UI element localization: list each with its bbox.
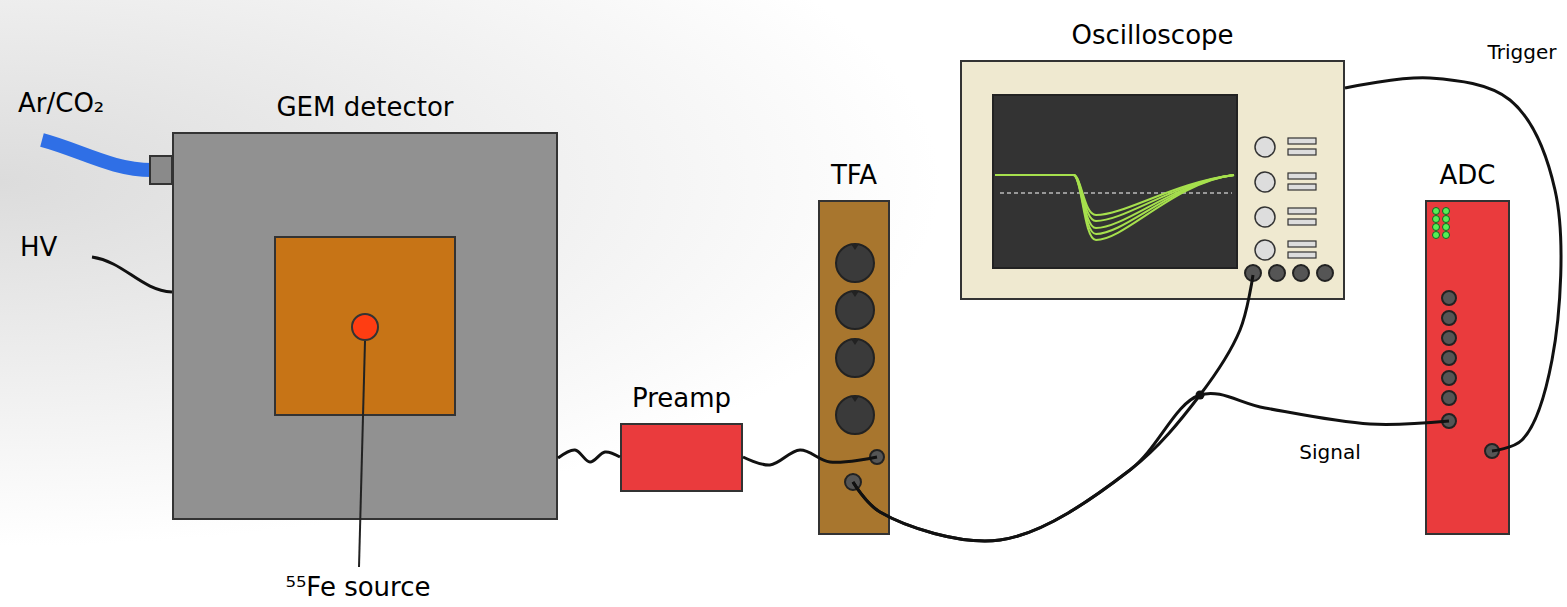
knob bbox=[836, 339, 874, 377]
tfa-module: TFA bbox=[818, 200, 890, 535]
edge-label-holder: Trigger bbox=[1485, 40, 1560, 64]
label-holder: Ar/CO₂ bbox=[18, 88, 104, 118]
status-led bbox=[1443, 232, 1450, 239]
source-marker bbox=[352, 314, 378, 340]
node-heading: ADC bbox=[1440, 160, 1496, 190]
text-label: Ar/CO₂ bbox=[18, 88, 104, 118]
hv-cable bbox=[92, 257, 172, 292]
input-port bbox=[1442, 331, 1456, 345]
button bbox=[1288, 184, 1316, 190]
screen bbox=[993, 95, 1237, 268]
detail-group bbox=[1433, 208, 1500, 459]
gem-detector: GEM detector bbox=[172, 132, 558, 520]
knob bbox=[1255, 207, 1275, 227]
knob bbox=[1255, 172, 1275, 192]
gas-nozzle bbox=[150, 156, 172, 184]
signal-label: Signal bbox=[1296, 440, 1363, 464]
label-holder: ⁵⁵Fe source bbox=[286, 572, 431, 602]
input-port bbox=[1269, 265, 1285, 281]
cable bbox=[853, 393, 1449, 541]
text-label: ⁵⁵Fe source bbox=[286, 572, 431, 602]
waveform bbox=[995, 175, 1234, 221]
node-detail bbox=[820, 202, 892, 537]
status-led bbox=[1433, 216, 1440, 223]
preamp-box: Preamp bbox=[620, 423, 743, 492]
junction-dot bbox=[1196, 391, 1205, 400]
node-heading: TFA bbox=[831, 160, 877, 190]
input-port bbox=[1442, 371, 1456, 385]
status-led bbox=[1443, 224, 1450, 231]
input-port bbox=[1442, 311, 1456, 325]
waveform bbox=[995, 175, 1234, 228]
button bbox=[1288, 149, 1316, 155]
detail-group bbox=[993, 95, 1333, 281]
label-holder: HV bbox=[20, 232, 57, 262]
detail-group bbox=[836, 244, 884, 490]
cable bbox=[1345, 78, 1561, 451]
knob bbox=[836, 244, 874, 282]
oscilloscope: Oscilloscope bbox=[960, 60, 1345, 300]
node-heading: Oscilloscope bbox=[1071, 20, 1233, 50]
knob bbox=[1255, 240, 1275, 260]
node-detail bbox=[962, 62, 1347, 302]
status-led bbox=[1433, 232, 1440, 239]
button bbox=[1288, 252, 1316, 258]
button bbox=[1288, 138, 1316, 144]
input-port bbox=[1317, 265, 1333, 281]
gas-hose bbox=[42, 140, 152, 170]
status-led bbox=[1433, 224, 1440, 231]
node-heading: GEM detector bbox=[276, 92, 453, 122]
edge-label-holder: Signal bbox=[1296, 440, 1363, 464]
node-detail bbox=[174, 134, 560, 522]
input-port bbox=[1293, 265, 1309, 281]
knob-notch bbox=[851, 396, 859, 402]
entrance-window bbox=[275, 237, 455, 415]
node-detail bbox=[1427, 202, 1512, 537]
detail-group bbox=[275, 237, 455, 567]
knob-notch bbox=[851, 291, 859, 297]
status-led bbox=[1433, 208, 1440, 215]
node-heading: Preamp bbox=[632, 383, 731, 413]
cable bbox=[558, 450, 620, 462]
knob bbox=[1255, 137, 1275, 157]
node-detail bbox=[622, 425, 745, 494]
input-port bbox=[1442, 351, 1456, 365]
leader-line bbox=[359, 341, 365, 567]
knob-notch bbox=[851, 244, 859, 250]
waveform bbox=[995, 175, 1234, 240]
button bbox=[1288, 173, 1316, 179]
signal-label: Trigger bbox=[1485, 40, 1560, 64]
cable bbox=[853, 275, 1253, 541]
knob-notch bbox=[851, 339, 859, 345]
adc-module: ADC bbox=[1425, 200, 1510, 535]
status-led bbox=[1443, 208, 1450, 215]
input-port bbox=[870, 450, 884, 464]
knob bbox=[836, 291, 874, 329]
cable bbox=[743, 450, 877, 465]
baseline bbox=[1000, 192, 1232, 194]
input-port bbox=[1245, 265, 1261, 281]
knob bbox=[836, 396, 874, 434]
status-led bbox=[1443, 216, 1450, 223]
text-label: HV bbox=[20, 232, 57, 262]
input-port bbox=[1442, 414, 1456, 428]
input-port bbox=[1442, 291, 1456, 305]
button bbox=[1288, 241, 1316, 247]
trigger-port bbox=[1485, 444, 1499, 458]
waveform bbox=[995, 175, 1234, 234]
output-port bbox=[845, 474, 861, 490]
input-port bbox=[1442, 391, 1456, 405]
button bbox=[1288, 219, 1316, 225]
button bbox=[1288, 208, 1316, 214]
waveform bbox=[995, 175, 1234, 215]
